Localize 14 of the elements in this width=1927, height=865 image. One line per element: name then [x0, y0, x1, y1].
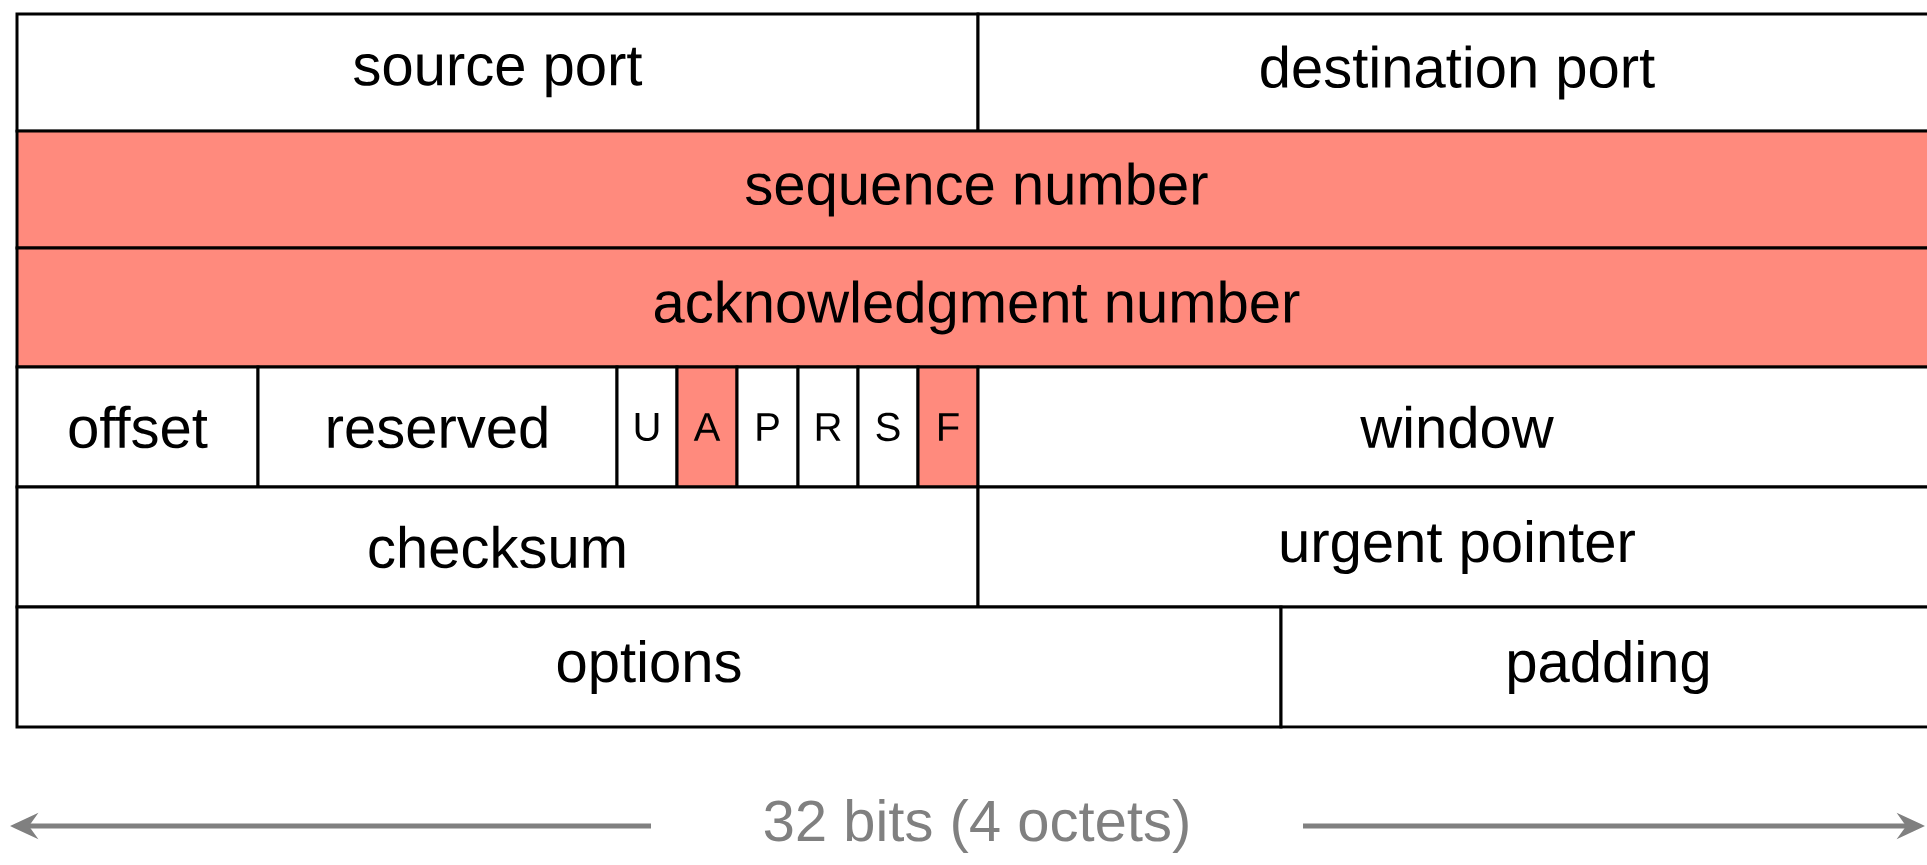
field-cell: urgent pointer [976, 485, 1927, 609]
flag-cell: P [735, 365, 800, 489]
flag-cell: A [675, 365, 739, 489]
dimension-label: 32 bits (4 octets) [764, 799, 1188, 854]
flag-cell: S [856, 365, 920, 489]
field-cell: source port [15, 12, 980, 133]
flag-cell: R [796, 365, 860, 489]
flag-cell: F [916, 365, 980, 489]
field-cell: window [976, 365, 1927, 489]
field-cell: destination port [976, 12, 1927, 133]
field-cell: sequence number [15, 129, 1927, 250]
flag-cell: U [615, 365, 679, 489]
field-cell: padding [1279, 605, 1927, 729]
field-cell: offset [15, 365, 260, 489]
